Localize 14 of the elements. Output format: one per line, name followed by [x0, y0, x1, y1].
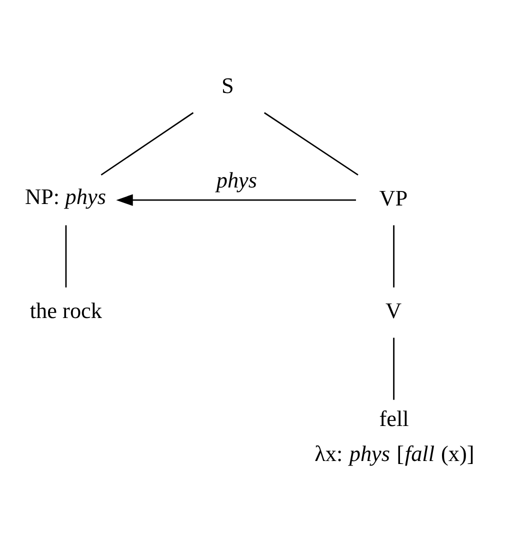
connector: [264, 112, 358, 176]
connector: [100, 112, 194, 176]
connector: [65, 225, 67, 288]
connector: [393, 225, 394, 288]
connector: [393, 338, 394, 400]
node-text: S: [222, 72, 234, 98]
node-text: VP: [379, 185, 408, 210]
arrow: [116, 194, 356, 206]
node-text: V: [385, 298, 402, 323]
edge-label: phys: [216, 167, 258, 192]
node-text: the rock: [30, 298, 102, 323]
node-label: λx: phys [fall (x)]: [314, 440, 474, 466]
node-text: fell: [379, 406, 409, 432]
node-text: NP: phys: [25, 184, 106, 209]
